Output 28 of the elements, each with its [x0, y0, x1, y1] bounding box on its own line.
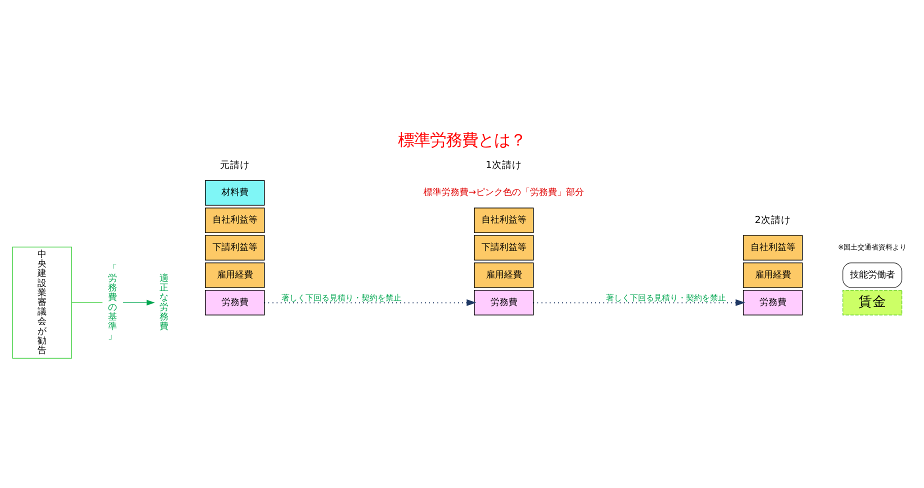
edge-label: 著しく下回る見積り・契約を禁止	[606, 292, 726, 302]
node-box: 下請利益等	[205, 235, 265, 260]
edge-label: 著しく下回る見積り・契約を禁止	[282, 292, 402, 302]
node-box: 自社利益等	[743, 235, 803, 260]
node-box: 雇用経費	[474, 262, 534, 288]
node-box: 材料費	[205, 180, 265, 206]
label: 2次請け	[754, 214, 791, 226]
node-box: 労務費	[743, 290, 803, 316]
label: 元請け	[220, 160, 250, 171]
node-box: 雇用経費	[743, 262, 803, 288]
node-box: 自社利益等	[474, 208, 534, 234]
label: 1次請け	[486, 160, 522, 171]
node-box: 自社利益等	[205, 208, 265, 234]
node-box: 雇用経費	[205, 262, 265, 288]
node-box: 労務費	[205, 290, 265, 316]
node-text: 適正な労務費	[160, 274, 169, 332]
arrow	[122, 300, 155, 306]
diagram-title: 標準労務費とは？	[398, 130, 526, 150]
node-box: 技能労働者	[842, 262, 902, 288]
label: 標準労務費→ピンク色の「労務費」部分	[424, 188, 584, 198]
node-box: 賃金	[842, 290, 902, 316]
arrow	[533, 299, 746, 306]
node-box: 下請利益等	[474, 235, 534, 260]
connector	[71, 302, 103, 304]
arrow	[264, 299, 476, 306]
node-text: 「労務費の基準」	[108, 264, 118, 342]
node-box: 中央建設業審議会が勧告	[12, 246, 72, 359]
node-box: 労務費	[474, 290, 534, 316]
